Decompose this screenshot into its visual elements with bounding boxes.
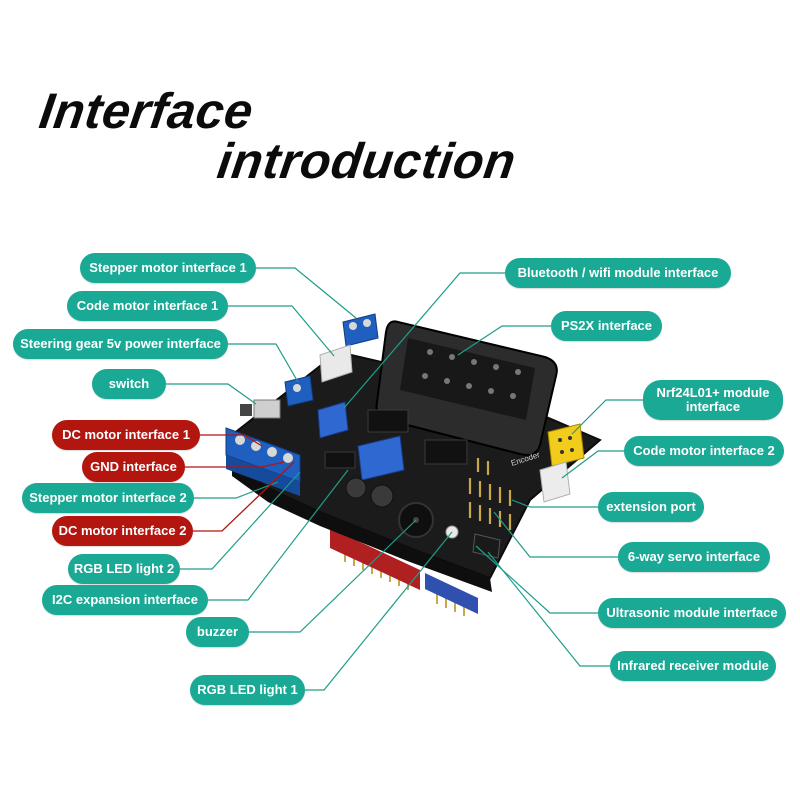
callout-code-motor-interface-1: Code motor interface 1 — [67, 291, 228, 321]
callout-bluetooth-wifi-module: Bluetooth / wifi module interface — [505, 258, 731, 288]
servo-header — [468, 458, 512, 530]
code-motor-terminal-2 — [539, 461, 571, 503]
callout-i2c-expansion-interface: I2C expansion interface — [42, 585, 208, 615]
callout-ultrasonic-module: Ultrasonic module interface — [598, 598, 786, 628]
callout-switch: switch — [92, 369, 166, 399]
callout-steering-gear-power: Steering gear 5v power interface — [13, 329, 228, 359]
nrf-socket — [547, 423, 585, 467]
callout-stepper-motor-interface-1: Stepper motor interface 1 — [80, 253, 256, 283]
callout-dc-motor-interface-2: DC motor interface 2 — [52, 516, 193, 546]
callout-buzzer: buzzer — [186, 617, 249, 647]
blue-jumper-block — [317, 401, 349, 439]
chip-3 — [324, 451, 356, 469]
code-motor-terminal-1 — [319, 344, 353, 383]
callout-6-way-servo-interface: 6-way servo interface — [618, 542, 770, 572]
chip-1 — [367, 409, 409, 433]
callout-stepper-motor-interface-2: Stepper motor interface 2 — [22, 483, 194, 513]
leader-lines-red — [185, 434, 295, 532]
callout-ps2x-interface: PS2X interface — [551, 311, 662, 341]
ps2x-socket — [375, 320, 558, 456]
capacitor-1 — [345, 477, 367, 499]
chip-2 — [424, 439, 468, 465]
callout-extension-port: extension port — [598, 492, 704, 522]
stepper-terminal-1 — [342, 313, 379, 347]
leader-lines — [166, 267, 643, 691]
callout-infrared-receiver-module: Infrared receiver module — [610, 651, 776, 681]
pcb-edge — [232, 462, 492, 592]
steering-power-terminal — [284, 375, 314, 407]
switch-body — [240, 399, 281, 419]
blue-jumper-block-2 — [357, 435, 405, 481]
callout-rgb-led-light-1: RGB LED light 1 — [190, 675, 305, 705]
header-blue — [425, 573, 478, 614]
callout-nrf24l01-module: Nrf24L01+ module interface — [643, 380, 783, 420]
capacitor-2 — [370, 484, 394, 508]
callout-rgb-led-light-2: RGB LED light 2 — [68, 554, 180, 584]
callout-gnd-interface: GND interface — [82, 452, 185, 482]
callout-dc-motor-interface-1: DC motor interface 1 — [52, 420, 200, 450]
callout-code-motor-interface-2: Code motor interface 2 — [624, 436, 784, 466]
infrared-receiver — [472, 533, 501, 559]
